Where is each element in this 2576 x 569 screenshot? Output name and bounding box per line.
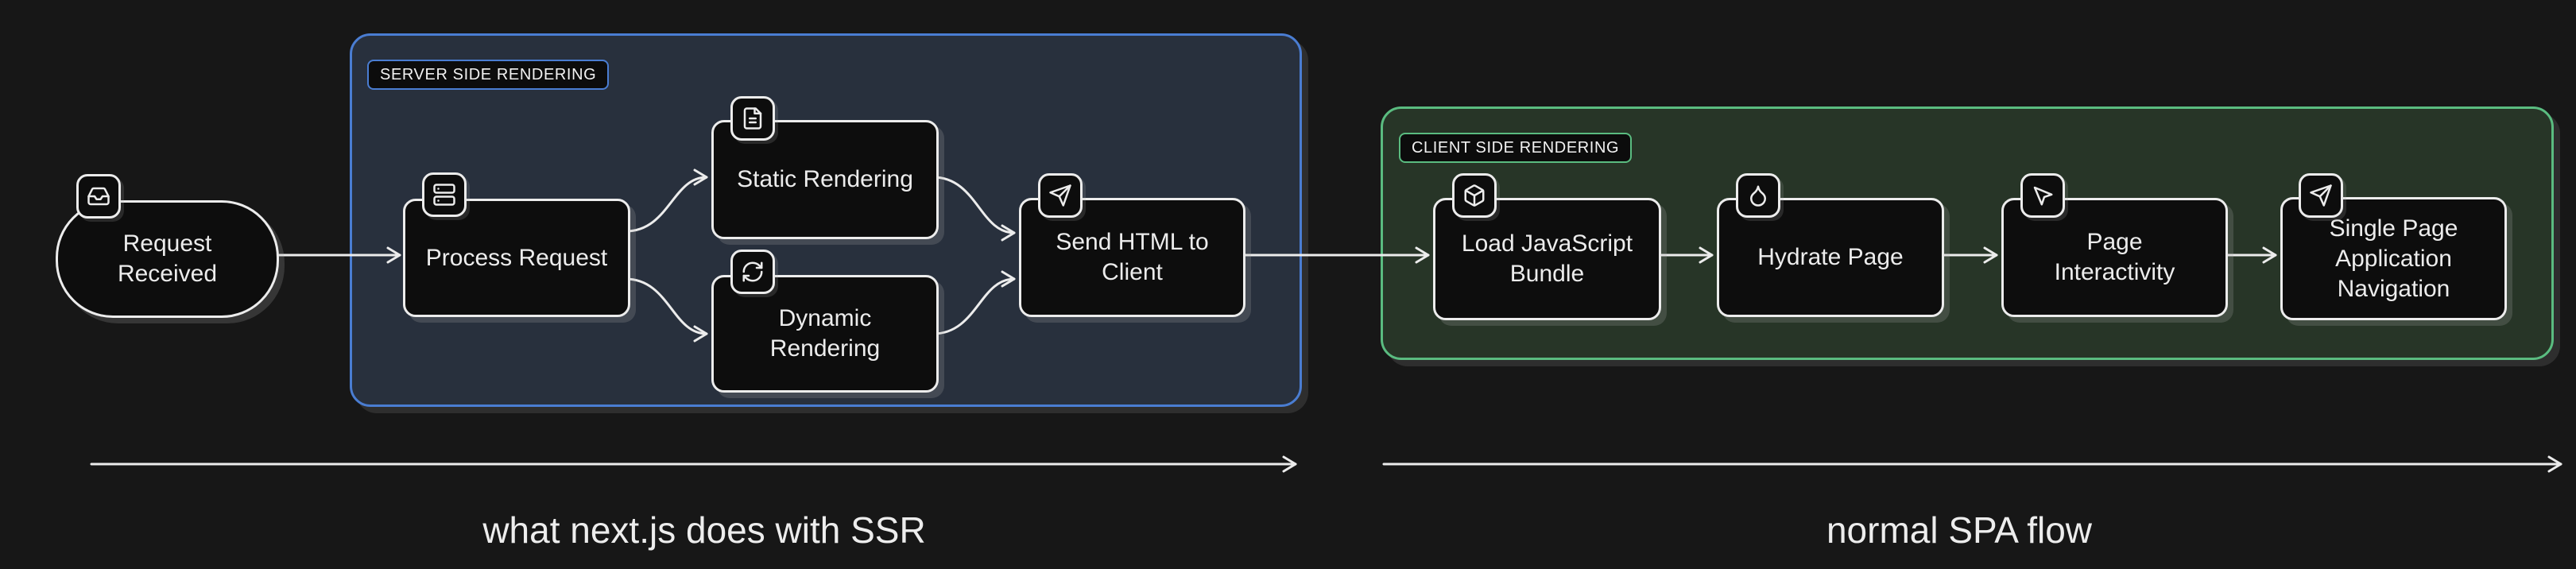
dynamic-rendering-chip (730, 250, 775, 294)
cursor-icon (2033, 186, 2053, 206)
node-request-received: Request Received (56, 200, 279, 318)
static-rendering-chip (730, 96, 775, 141)
refresh-icon (742, 261, 763, 282)
node-process-request: Process Request (403, 199, 630, 317)
load-javascript-chip (1452, 173, 1497, 218)
node-hydrate-page: Hydrate Page (1717, 198, 1944, 317)
process-request-chip (422, 172, 467, 217)
node-page-interactivity: Page Interactivity (2001, 198, 2228, 317)
node-load-javascript-bundle: Load JavaScript Bundle (1433, 198, 1661, 320)
node-single-page-application-navigation: Single Page Application Navigation (2280, 197, 2507, 320)
server-icon (433, 184, 455, 206)
spa-flow-caption: normal SPA flow (1826, 509, 2093, 551)
droplet-icon (1750, 185, 1766, 207)
navigation-icon (2310, 184, 2332, 207)
node-static-rendering: Static Rendering (711, 120, 939, 239)
spa-navigation-chip (2299, 173, 2343, 218)
node-dynamic-rendering: Dynamic Rendering (711, 275, 939, 393)
server-side-rendering-label: SERVER SIDE RENDERING (367, 60, 610, 90)
request-received-chip (76, 174, 121, 219)
package-icon (1464, 184, 1485, 207)
file-text-icon (743, 107, 762, 130)
page-interactivity-chip (2020, 173, 2065, 218)
send-icon (1049, 184, 1071, 207)
inbox-icon (87, 187, 110, 206)
client-side-rendering-label: CLIENT SIDE RENDERING (1399, 133, 1633, 163)
ssr-flow-caption: what next.js does with SSR (482, 509, 926, 551)
send-html-chip (1038, 173, 1083, 218)
node-send-html-to-client: Send HTML to Client (1019, 198, 1245, 317)
hydrate-page-chip (1736, 173, 1780, 218)
